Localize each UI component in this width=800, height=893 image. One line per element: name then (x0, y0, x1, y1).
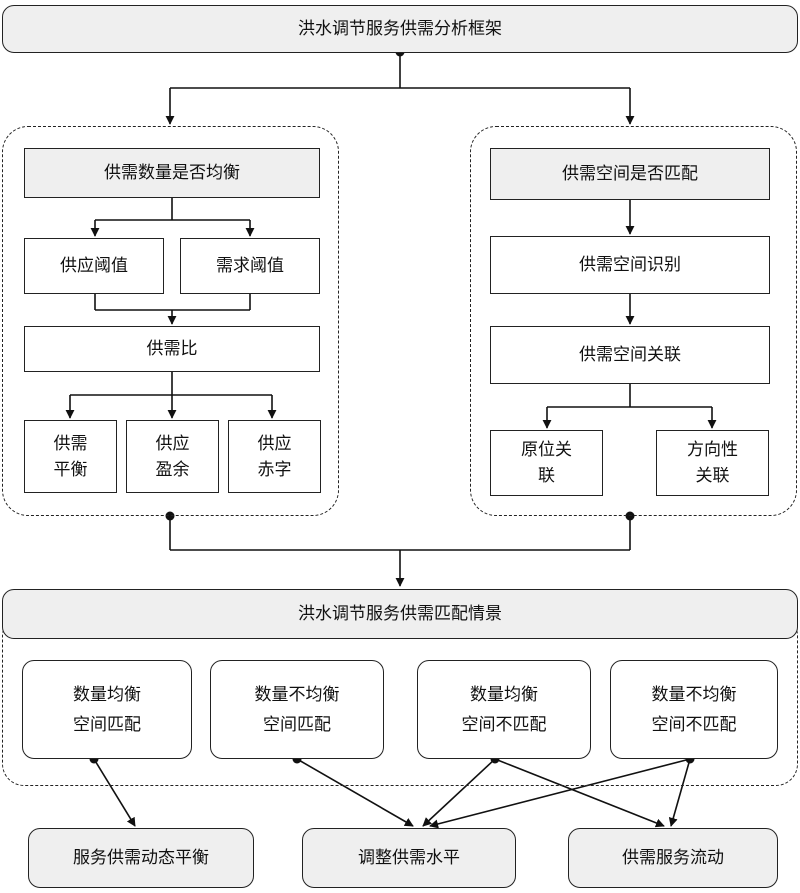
framework-title-box: 洪水调节服务供需分析框架 (2, 5, 798, 53)
result-box: 调整供需水平 (302, 828, 516, 888)
demand-threshold-box: 需求阈值 (180, 238, 320, 294)
quantity-balance-panel (2, 126, 339, 516)
spatial-match-panel (470, 126, 797, 516)
spatial-match-header: 供需空间是否匹配 (490, 148, 770, 200)
scenario-title-box: 洪水调节服务供需匹配情景 (2, 589, 798, 639)
supply-threshold-box: 供应阈值 (24, 238, 164, 294)
result-box: 供需服务流动 (568, 828, 778, 888)
in-situ-link-box: 原位关 联 (490, 430, 603, 496)
spatial-link-box: 供需空间关联 (490, 326, 770, 384)
spatial-identify-box: 供需空间识别 (490, 236, 770, 294)
scenario-box: 数量均衡 空间不匹配 (417, 660, 591, 759)
scenario-box: 数量不均衡 空间不匹配 (610, 660, 778, 759)
supply-demand-ratio-box: 供需比 (24, 326, 320, 372)
outcome-balance-box: 供需 平衡 (24, 420, 117, 493)
result-box: 服务供需动态平衡 (28, 828, 254, 888)
scenario-box: 数量不均衡 空间匹配 (210, 660, 384, 759)
quantity-balance-header: 供需数量是否均衡 (24, 148, 320, 198)
directional-link-box: 方向性 关联 (656, 430, 769, 496)
framework-title: 洪水调节服务供需分析框架 (298, 19, 502, 39)
scenario-title: 洪水调节服务供需匹配情景 (298, 604, 502, 624)
outcome-deficit-box: 供应 赤字 (228, 420, 321, 493)
outcome-surplus-box: 供应 盈余 (126, 420, 219, 493)
scenario-box: 数量均衡 空间匹配 (22, 660, 192, 759)
